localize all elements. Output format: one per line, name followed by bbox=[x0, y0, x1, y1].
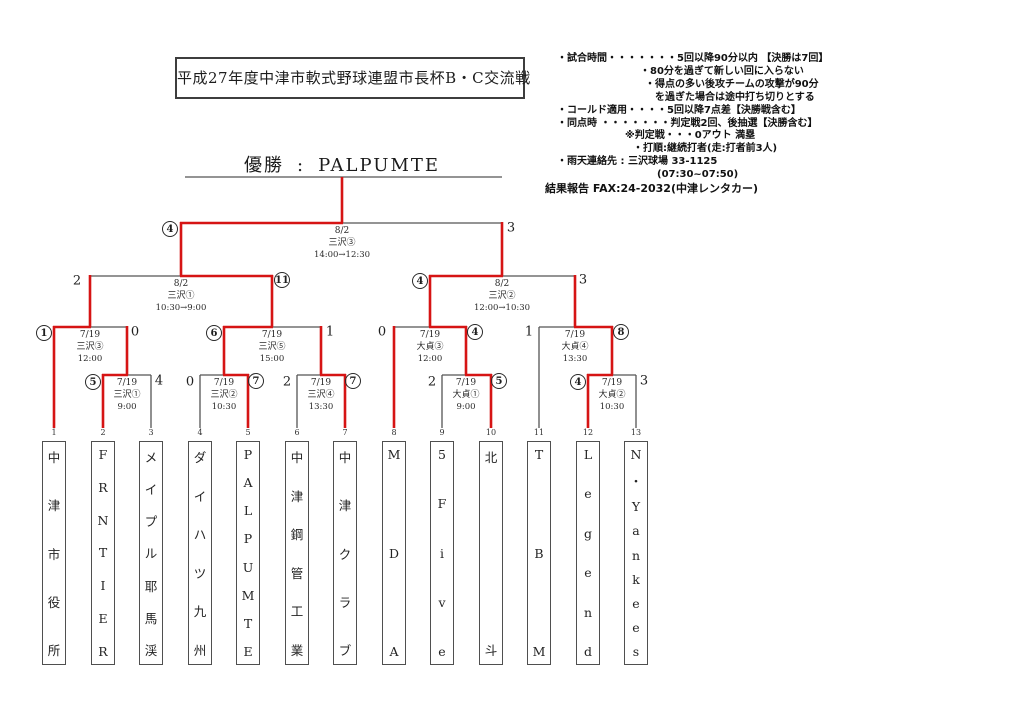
result-report-line: 結果報告 FAX:24-2032(中津レンタカー) bbox=[545, 182, 759, 196]
score-final-left: 4 bbox=[162, 221, 178, 237]
team-number: 11 bbox=[533, 428, 545, 437]
rule-line: ・雨天連絡先 : 三沢球場 33-1125 bbox=[557, 156, 718, 168]
team-number: 13 bbox=[630, 428, 642, 437]
team-box-7: 中津クラブ bbox=[333, 441, 357, 665]
score-r1c-left: 2 bbox=[282, 374, 292, 390]
bracket-lines-black bbox=[90, 176, 637, 428]
team-box-10: 北斗 bbox=[479, 441, 503, 665]
winner-path-lines bbox=[52, 177, 614, 428]
rule-line: ・試合時間・・・・・・・5回以降90分以内 【決勝は7回】 bbox=[557, 53, 829, 64]
score-final-right: 3 bbox=[506, 220, 516, 236]
team-box-6: 中津鋼管工業 bbox=[285, 441, 309, 665]
score-r1e-left: 4 bbox=[570, 374, 586, 390]
score-sf1-right: 11 bbox=[274, 272, 290, 288]
team-number: 3 bbox=[148, 428, 154, 437]
rule-line: を過ぎた場合は途中打ち切りとする bbox=[655, 91, 815, 103]
team-number: 2 bbox=[100, 428, 106, 437]
score-qf4-right: 8 bbox=[613, 324, 629, 340]
team-number: 10 bbox=[485, 428, 497, 437]
rules-block: ・試合時間・・・・・・・5回以降90分以内 【決勝は7回】 ・80分を過ぎて新し… bbox=[545, 53, 985, 196]
score-qf4-left: 1 bbox=[524, 324, 534, 340]
score-r1a-left: 5 bbox=[85, 374, 101, 390]
score-sf2-right: 3 bbox=[578, 272, 588, 288]
score-qf2-left: 6 bbox=[206, 325, 222, 341]
score-r1e-right: 3 bbox=[639, 373, 649, 389]
rule-line: ※判定戦・・・0アウト 満塁 bbox=[625, 130, 756, 142]
rule-line: ・打順:継続打者(走:打者前3人) bbox=[633, 143, 778, 155]
score-r1d-right: 5 bbox=[491, 373, 507, 389]
team-number: 5 bbox=[245, 428, 251, 437]
rule-line: ・80分を過ぎて新しい回に入らない bbox=[640, 65, 804, 77]
score-qf1-left: 1 bbox=[36, 325, 52, 341]
champion-name: PALPUMTE bbox=[318, 155, 441, 176]
score-qf1-right: 0 bbox=[130, 324, 140, 340]
score-qf3-right: 4 bbox=[467, 324, 483, 340]
champion-separator: : bbox=[296, 155, 306, 176]
champion-line: 優勝: PALPUMTE bbox=[244, 151, 440, 177]
team-box-1: 中津市役所 bbox=[42, 441, 66, 665]
team-number: 9 bbox=[439, 428, 445, 437]
team-number: 12 bbox=[582, 428, 594, 437]
team-number: 4 bbox=[197, 428, 203, 437]
page-title: 平成27年度中津市軟式野球連盟市長杯B・C交流戦 bbox=[175, 57, 530, 99]
score-sf1-left: 2 bbox=[72, 273, 82, 289]
team-number: 8 bbox=[391, 428, 397, 437]
champion-label: 優勝 bbox=[243, 155, 284, 176]
team-number: 1 bbox=[51, 428, 57, 437]
rule-line: ・得点の多い後攻チームの攻撃が90分 bbox=[645, 78, 819, 90]
team-number: 6 bbox=[294, 428, 300, 437]
team-box-3: メイプル耶馬渓 bbox=[139, 441, 163, 665]
rule-line: ・コールド適用・・・・5回以降7点差【決勝戦含む】 bbox=[557, 104, 801, 116]
team-number: 7 bbox=[342, 428, 348, 437]
score-r1a-right: 4 bbox=[154, 373, 164, 389]
score-sf2-left: 4 bbox=[412, 273, 428, 289]
score-r1b-left: 0 bbox=[185, 374, 195, 390]
score-r1b-right: 7 bbox=[248, 373, 264, 389]
team-box-4: ダイハツ九州 bbox=[188, 441, 212, 665]
rule-line: ・同点時 ・・・・・・・判定戦2回、後抽選【決勝含む】 bbox=[557, 117, 818, 129]
score-r1c-right: 7 bbox=[345, 373, 361, 389]
score-r1d-left: 2 bbox=[427, 374, 437, 390]
rule-line: (07:30~07:50) bbox=[657, 169, 739, 181]
score-qf2-right: 1 bbox=[325, 324, 335, 340]
score-qf3-left: 0 bbox=[377, 324, 387, 340]
